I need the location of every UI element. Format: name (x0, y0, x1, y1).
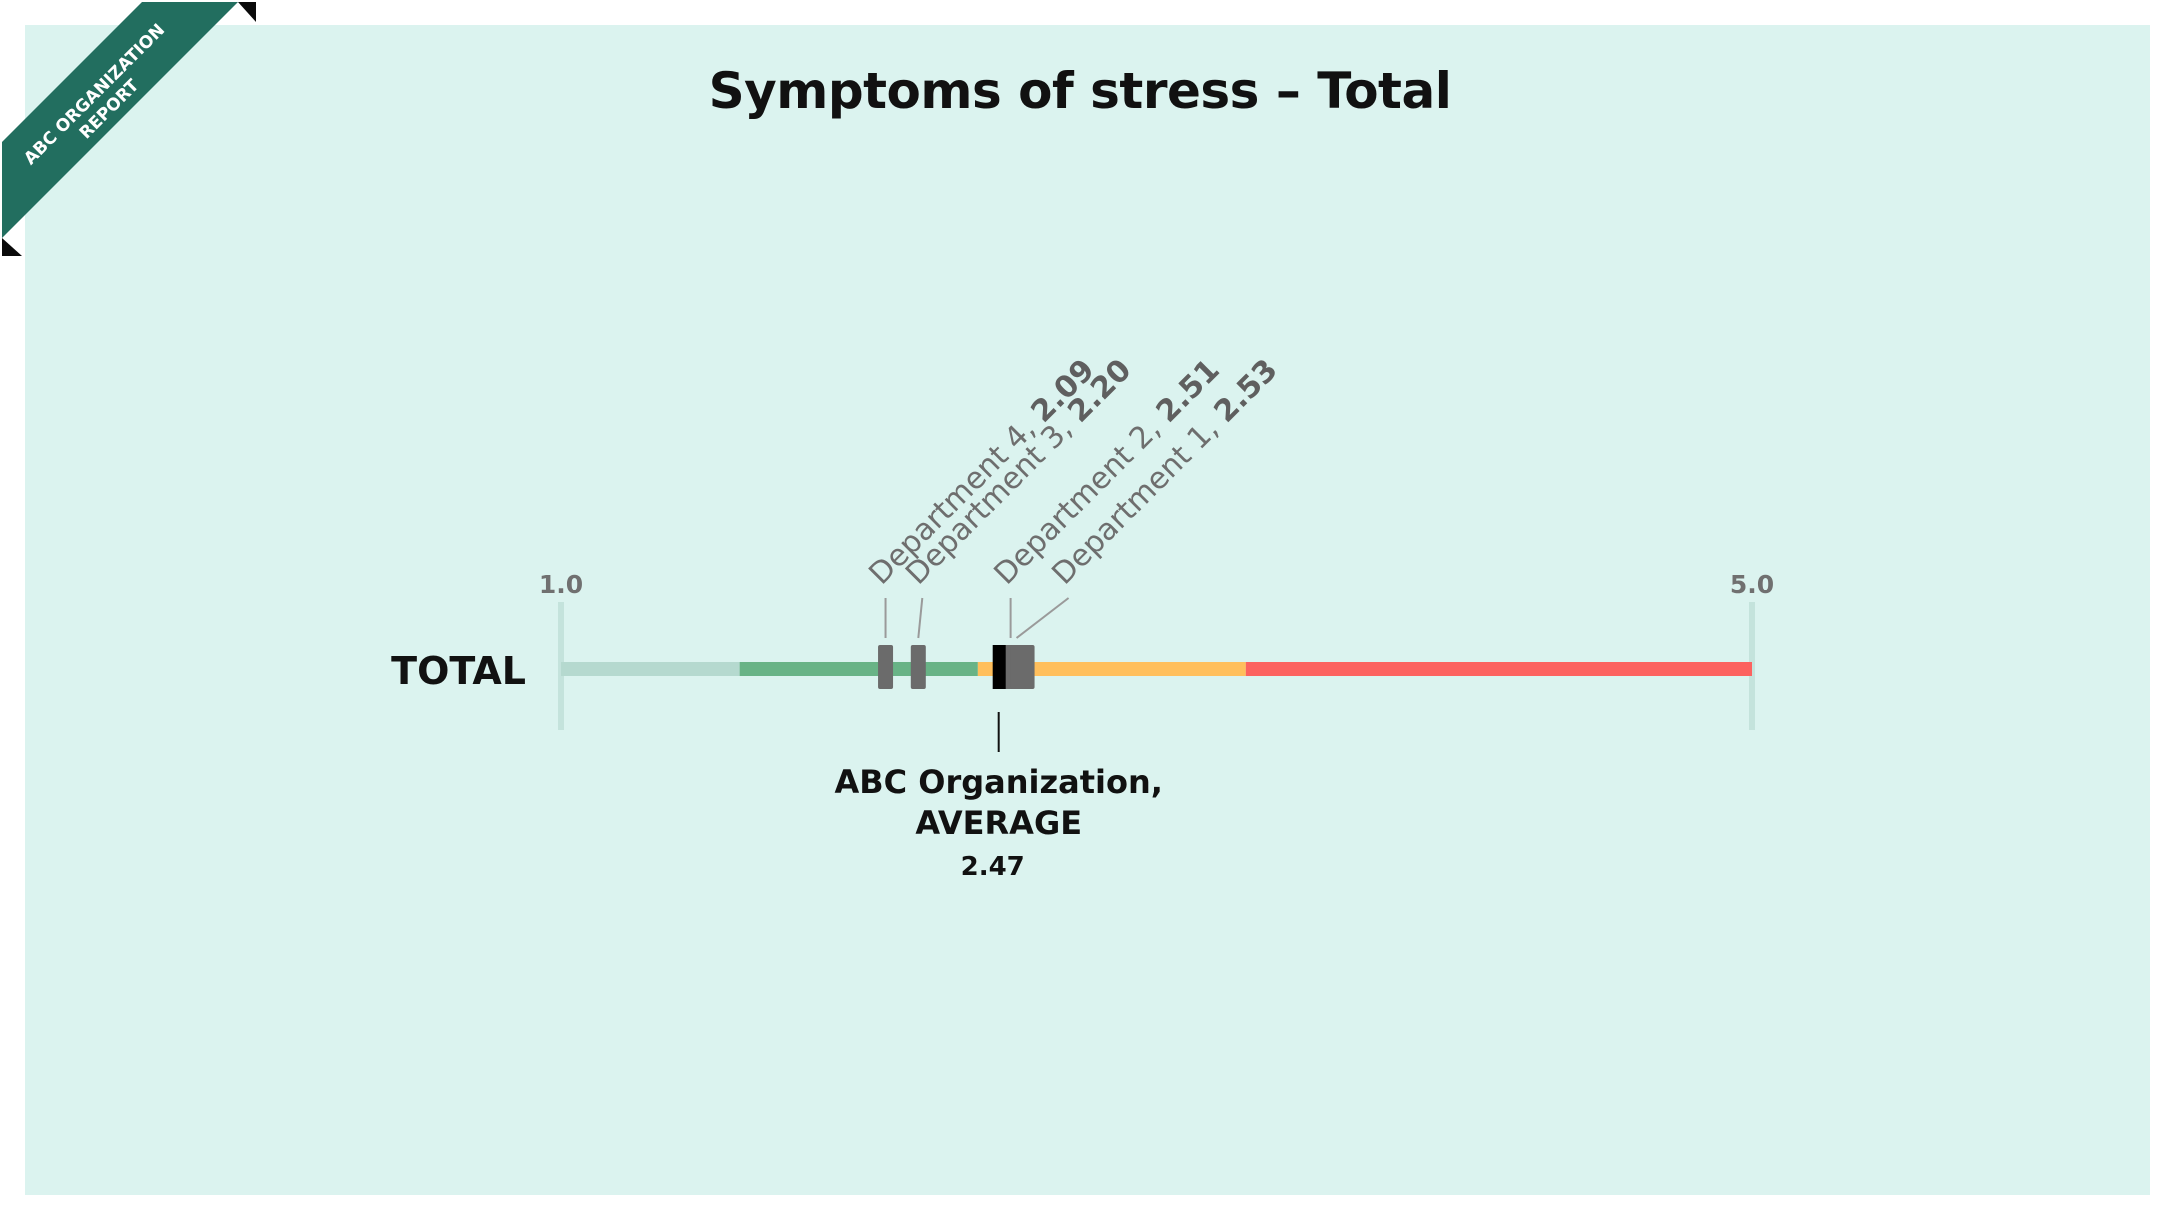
ribbon-fold-bottom (2, 238, 22, 256)
row-label-total: TOTAL (391, 649, 526, 693)
scale-band-1 (739, 662, 978, 676)
department-leader-4 (1015, 597, 1070, 639)
scale-band-0 (561, 662, 740, 676)
average-label-line2: AVERAGE (915, 804, 1082, 842)
department-marker-1 (878, 645, 894, 689)
average-label-line1: ABC Organization, (834, 763, 1162, 801)
average-value: 2.47 (961, 852, 1025, 882)
average-marker (992, 645, 1006, 689)
ribbon-band (2, 2, 238, 238)
scale-band-3 (1245, 662, 1752, 676)
department-marker-2 (910, 645, 926, 689)
tick-label-1: 5.0 (1730, 570, 1774, 599)
department-leader-2 (917, 597, 924, 639)
ribbon-fold-top (238, 2, 256, 22)
report-panel (25, 25, 2150, 1195)
report-ribbon: ABC ORGANIZATION REPORT (2, 2, 256, 256)
department-marker-4 (1010, 645, 1035, 689)
chart-title: Symptoms of stress – Total (708, 62, 1452, 120)
tick-label-0: 1.0 (539, 570, 583, 599)
scale-band-2 (977, 662, 1246, 676)
